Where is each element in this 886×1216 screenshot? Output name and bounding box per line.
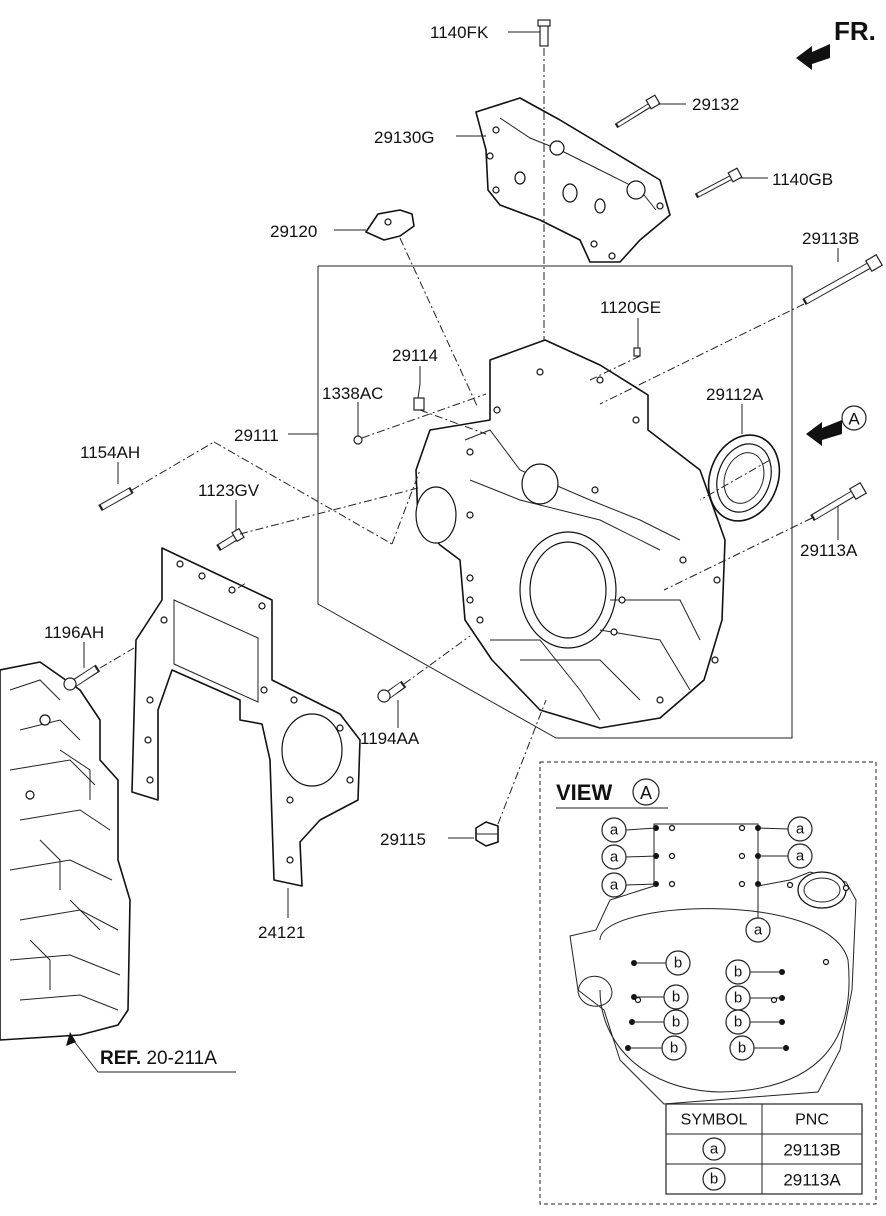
ref-prefix: REF. — [100, 1048, 141, 1069]
bolt-1140FK — [537, 19, 551, 47]
gear-case-29130G — [475, 97, 671, 263]
label-29115: 29115 — [380, 830, 426, 849]
view-arrow-letter: A — [848, 410, 860, 429]
label-1140GB: 1140GB — [772, 170, 833, 189]
symbol-callout-a: a — [610, 877, 619, 894]
legend-header-pnc: PNC — [795, 1112, 829, 1129]
reference-callout: REF. 20-211A — [66, 1032, 236, 1073]
symbol-callout-a: a — [796, 821, 805, 838]
view-a-panel: VIEW A a a a a a — [539, 761, 877, 1205]
symbol-callout-b: b — [672, 989, 680, 1006]
flywheel-housing-29111 — [415, 339, 726, 729]
symbol-b-callouts: b b b b b b b b — [625, 950, 789, 1061]
bolt-29113A — [810, 481, 868, 522]
pin-29114 — [413, 383, 425, 411]
label-29114: 29114 — [392, 346, 438, 365]
label-29132: 29132 — [692, 95, 739, 114]
view-panel-frame — [539, 761, 877, 1205]
label-29130G: 29130G — [374, 128, 435, 147]
assembly-outline-29111 — [317, 265, 793, 739]
legend-header-symbol: SYMBOL — [681, 1112, 748, 1129]
label-1123GV: 1123GV — [198, 481, 260, 500]
symbol-callout-b: b — [734, 990, 742, 1007]
symbol-callout-b: b — [674, 955, 682, 972]
symbol-callout-b: b — [670, 1040, 678, 1057]
label-1120GE: 1120GE — [600, 298, 661, 317]
label-1140FK: 1140FK — [430, 23, 489, 42]
symbol-callout-a: a — [796, 848, 805, 865]
bolt-29132 — [614, 94, 661, 129]
bolt-1194AA — [377, 680, 407, 703]
leader-lines — [83, 31, 839, 918]
label-1194AA: 1194AA — [360, 729, 420, 748]
ref-code: 20-211A — [146, 1048, 217, 1069]
symbol-legend-table: SYMBOL PNC a 29113B b 29113A — [665, 1103, 863, 1195]
nut-1338AC — [353, 435, 363, 445]
legend-row-1-symbol: a — [710, 1141, 719, 1158]
bolt-1196AH — [63, 664, 101, 691]
label-29111: 29111 — [234, 426, 279, 445]
bolt-29113B — [802, 253, 884, 306]
plug-29115 — [475, 821, 499, 847]
label-29113B: 29113B — [802, 229, 859, 248]
symbol-callout-b: b — [734, 964, 742, 981]
front-direction-indicator: FR. — [796, 16, 876, 70]
svg-text:REF. 20-211A: REF. 20-211A — [100, 1048, 217, 1069]
engine-block-reference — [0, 661, 131, 1041]
front-label: FR. — [834, 16, 876, 46]
ref-arrow-icon — [66, 1032, 76, 1046]
label-1154AH: 1154AH — [80, 443, 140, 462]
part-number-labels: 1140FK 29132 29130G 1140GB 29120 29113B … — [44, 23, 859, 942]
symbol-callout-a: a — [754, 922, 763, 939]
legend-row-2-pnc: 29113A — [783, 1171, 841, 1190]
label-29120: 29120 — [270, 222, 317, 241]
legend-row-2-symbol: b — [710, 1171, 718, 1188]
oil-seal-29112A — [707, 434, 781, 522]
bolt-1123GV — [216, 527, 245, 552]
bolt-1120GE — [633, 347, 641, 357]
label-1338AC: 1338AC — [322, 384, 383, 403]
bolt-1154AH — [98, 486, 134, 512]
view-panel-letter: A — [640, 783, 652, 803]
symbol-callout-a: a — [610, 822, 619, 839]
symbol-callout-b: b — [734, 1014, 742, 1031]
bolt-1140GB — [694, 167, 743, 199]
view-direction-indicator: A — [806, 405, 867, 446]
legend-row-1-pnc: 29113B — [783, 1141, 840, 1160]
front-arrow-icon — [796, 44, 830, 70]
symbol-a-callouts: a a a a a a — [601, 816, 813, 943]
label-29112A: 29112A — [706, 385, 764, 404]
symbol-callout-a: a — [610, 849, 619, 866]
label-29113A: 29113A — [800, 541, 858, 560]
gasket-24121 — [131, 547, 361, 887]
symbol-callout-b: b — [672, 1014, 680, 1031]
symbol-callout-b: b — [738, 1040, 746, 1057]
label-1196AH: 1196AH — [44, 623, 104, 642]
view-panel-title: VIEW — [556, 780, 612, 805]
view-arrow-icon — [806, 420, 842, 446]
bracket-29120 — [365, 209, 415, 241]
label-24121: 24121 — [258, 923, 305, 942]
